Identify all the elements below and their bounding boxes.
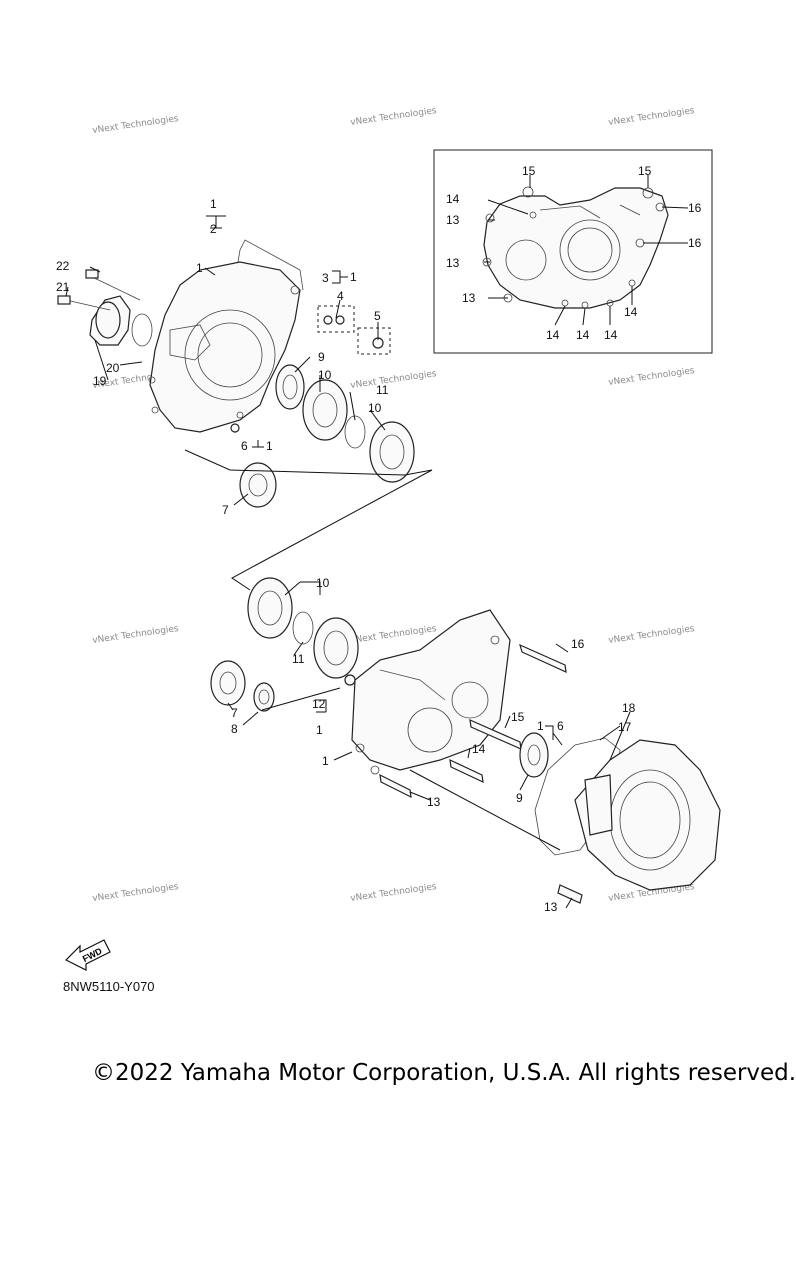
callout-14: 14: [546, 328, 560, 342]
callout-1: 1: [350, 270, 357, 284]
callout-7: 7: [222, 503, 229, 517]
callout-1: 1: [210, 197, 217, 211]
callout-22: 22: [56, 259, 70, 273]
callout-3: 3: [322, 271, 329, 285]
callout-14: 14: [624, 305, 638, 319]
copyright-notice: ©2022 Yamaha Motor Corporation, U.S.A. A…: [92, 1060, 796, 1086]
part-4-bracket: [317, 305, 355, 333]
callout-19: 19: [93, 374, 107, 388]
callout-10: 10: [316, 576, 330, 590]
callout-14: 14: [472, 742, 486, 756]
callout-11: 11: [292, 652, 305, 666]
callout-8: 8: [231, 722, 238, 736]
upper-bearings-drawing: [230, 315, 415, 508]
callout-1: 1: [196, 261, 203, 275]
callout-20: 20: [106, 361, 120, 375]
callout-1: 1: [316, 723, 323, 737]
callout-10: 10: [318, 368, 332, 382]
lower-bolts-drawing: [379, 643, 583, 904]
callout-16: 16: [688, 236, 702, 250]
connector-line: [261, 687, 341, 711]
callout-21: 21: [56, 280, 70, 294]
callout-13: 13: [446, 256, 460, 270]
callout-9: 9: [318, 350, 325, 364]
callout-15: 15: [511, 710, 525, 724]
callout-14: 14: [604, 328, 618, 342]
callout-5: 5: [374, 309, 381, 323]
right-crankcase-drawing: [351, 609, 511, 775]
callout-9: 9: [516, 791, 523, 805]
callout-13: 13: [462, 291, 476, 305]
callout-14: 14: [576, 328, 590, 342]
callout-15: 15: [522, 164, 536, 178]
inset-crankcase-drawing: [482, 186, 669, 309]
parts-diagram-page: vNext Technologies vNext Technologies vN…: [56, 106, 796, 1086]
callout-1: 1: [322, 754, 329, 768]
callout-1: 1: [266, 439, 273, 453]
callout-13: 13: [446, 213, 460, 227]
water-pump-cover-drawing: [57, 269, 153, 347]
connector-line: [184, 449, 433, 591]
callout-1: 1: [537, 719, 544, 733]
lower-bearings-drawing: [210, 577, 359, 712]
detail-inset-frame: [433, 149, 713, 354]
part-5-bracket: [357, 327, 391, 355]
callout-14: 14: [446, 192, 460, 206]
leader-lines: [65, 175, 689, 909]
callout-16: 16: [688, 201, 702, 215]
callout-15: 15: [638, 164, 652, 178]
callout-16: 16: [571, 637, 585, 651]
callout-13: 13: [427, 795, 441, 809]
callout-10: 10: [368, 401, 382, 415]
callout-4: 4: [337, 289, 344, 303]
callout-17: 17: [618, 720, 632, 734]
callout-13: 13: [544, 900, 558, 914]
exploded-view-drawing: FWD: [56, 149, 721, 971]
callout-12: 12: [312, 697, 326, 711]
left-crankcase-drawing: [148, 239, 304, 433]
callout-11: 11: [376, 383, 389, 397]
fwd-arrow-icon: FWD: [64, 939, 111, 971]
callout-2: 2: [210, 222, 217, 236]
callout-7: 7: [231, 706, 238, 720]
callout-18: 18: [622, 701, 636, 715]
callout-6: 6: [241, 439, 248, 453]
right-cover-drawing: [574, 739, 721, 891]
connector-line: [409, 769, 561, 851]
lower-seal-drawing: [519, 732, 549, 778]
diagram-code: 8NW5110-Y070: [63, 979, 155, 994]
callout-6: 6: [557, 719, 564, 733]
